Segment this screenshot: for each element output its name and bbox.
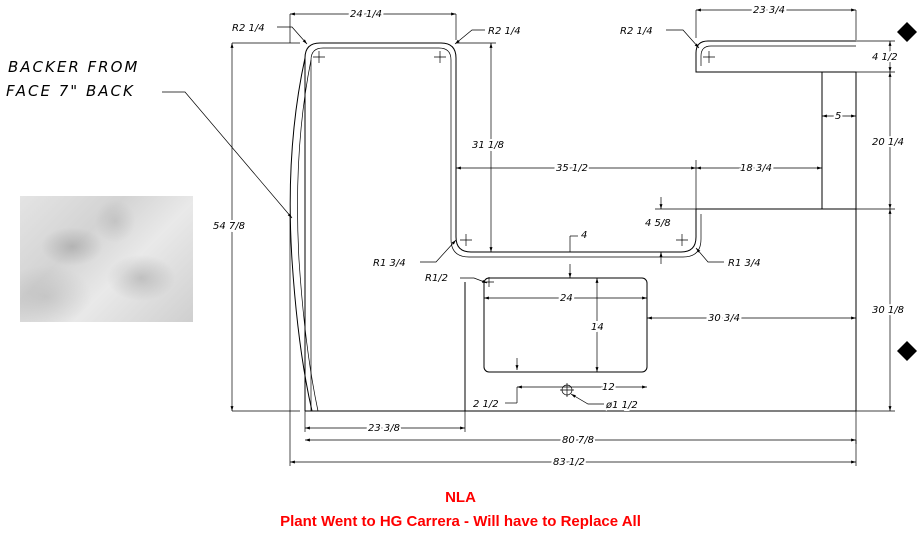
dim-step-height: 4 5/8 — [645, 218, 671, 229]
dim-inner-height: 31 1/8 — [472, 140, 504, 151]
sink-cutout — [483, 277, 648, 397]
dim-sink-offset-top: 4 — [581, 230, 587, 241]
dim-faucet-hole: ø1 1/2 — [605, 400, 638, 411]
dim-sink-right-offset: 30 3/4 — [708, 313, 740, 324]
note-line-2: FACE 7" BACK — [6, 82, 135, 100]
radius-top-left: R2 1/4 — [232, 23, 265, 34]
status-message: Plant Went to HG Carrera - Will have to … — [280, 513, 641, 530]
countertop-outline — [289, 40, 857, 412]
dim-top-right-depth: 4 1/2 — [872, 52, 898, 63]
dim-faucet-offset-y: 2 1/2 — [473, 399, 499, 410]
dim-left-height: 54 7/8 — [213, 221, 245, 232]
dim-middle-width: 35 1/2 — [556, 163, 588, 174]
radius-top-right: R2 1/4 — [620, 26, 653, 37]
dim-top-right-width: 23 3/4 — [753, 5, 785, 16]
radius-top-inner: R2 1/4 — [488, 26, 521, 37]
dim-right-gap: 5 — [835, 111, 841, 122]
marble-swatch — [20, 196, 193, 322]
status-title: NLA — [445, 489, 476, 506]
diamond-marker-bottom — [897, 341, 917, 361]
dimension-lines — [230, 8, 895, 466]
diamond-markers — [897, 22, 917, 361]
dim-right-lower: 30 1/8 — [872, 305, 904, 316]
dim-right-upper: 20 1/4 — [872, 137, 904, 148]
radius-sink-corner: R1/2 — [425, 273, 448, 284]
dim-sink-width: 24 — [560, 293, 573, 304]
radius-inner-right: R1 3/4 — [728, 258, 761, 269]
dim-bottom-inner: 80 7/8 — [562, 435, 594, 446]
note-line-1: BACKER FROM — [8, 58, 139, 76]
dim-bottom-left: 23 3/8 — [368, 423, 400, 434]
radius-inner-left: R1 3/4 — [373, 258, 406, 269]
dim-faucet-offset-x: 12 — [602, 382, 615, 393]
diamond-marker-top — [897, 22, 917, 42]
dim-bottom-overall: 83 1/2 — [553, 457, 585, 468]
dim-top-left-width: 24 1/4 — [350, 9, 382, 20]
dim-sink-height: 14 — [591, 322, 604, 333]
leader-lines — [162, 26, 724, 405]
dim-right-inner-width: 18 3/4 — [740, 163, 772, 174]
